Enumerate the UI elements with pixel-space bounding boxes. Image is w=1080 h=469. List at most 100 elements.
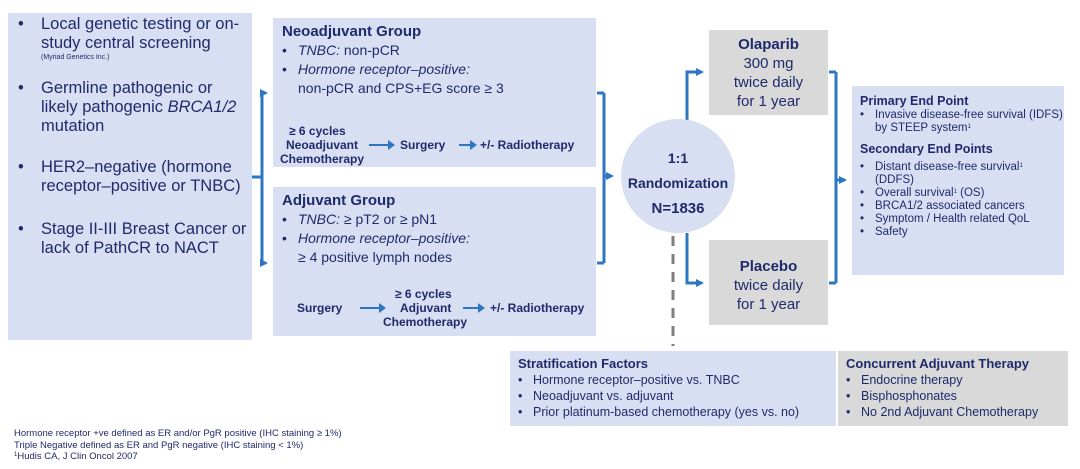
bullet: • — [860, 187, 865, 199]
bullet: • — [860, 161, 865, 173]
adjuvant-criterion: • TNBC: ≥ pT2 or ≥ pN1 — [282, 210, 596, 229]
stratification-item: •Neoadjuvant vs. adjuvant — [518, 388, 836, 404]
concurrent-therapy-item: • No 2nd Adjuvant Chemotherapy — [846, 404, 1068, 420]
endpoints-box: Primary End Point • Invasive disease-fre… — [852, 86, 1064, 275]
bullet: • — [18, 158, 24, 176]
flow-step-radiotherapy: +/- Radiotherapy — [480, 138, 575, 152]
reference-text: Hudis CA, J Clin Oncol 2007 — [17, 451, 138, 462]
arm-connectors — [685, 68, 704, 287]
bullet: • — [282, 230, 287, 246]
arm-frequency: twice daily — [733, 277, 804, 294]
criterion-label: TNBC: — [298, 42, 340, 58]
secondary-endpoint-item: • Safety — [860, 226, 1064, 239]
footnote-ref: 1 — [967, 124, 971, 130]
footnotes: Hormone receptor +ve defined as ER and/o… — [14, 428, 342, 463]
criterion-value: non-pCR and CPS+EG score ≥ 3 — [298, 80, 504, 96]
criterion-value: ≥ pT2 or ≥ pN1 — [340, 211, 438, 227]
randomization-label: Randomization — [627, 175, 729, 191]
stratification-item: •Hormone receptor–positive vs. TNBC — [518, 372, 836, 388]
flow-step-chemo-2: Chemotherapy — [280, 152, 365, 166]
footnote-triple-negative: Triple Negative defined as ER and PgR ne… — [14, 439, 304, 451]
olaparib-arm-box: Olaparib 300 mg twice daily for 1 year — [709, 30, 828, 115]
flow-arrow-icon — [369, 140, 395, 150]
eligibility-item: • HER2–negative (hormone receptor–positi… — [18, 158, 252, 196]
bullet: • — [860, 200, 865, 212]
eligibility-text: Germline pathogenic or likely pathogenic — [41, 79, 213, 116]
eligibility-text: mutation — [41, 117, 105, 135]
concurrent-therapy-text: Endocrine therapy — [861, 373, 963, 387]
bullet: • — [282, 61, 287, 77]
endpoint-abbrev: (OS) — [956, 187, 985, 199]
bullet: • — [18, 79, 24, 97]
arm-dose: 300 mg — [743, 55, 794, 72]
neoadjuvant-group-title: Neoadjuvant Group — [282, 23, 422, 40]
bullet: • — [518, 389, 523, 403]
flow-arrow-icon — [360, 303, 386, 313]
eligibility-item: • Germline pathogenic or likely pathogen… — [18, 79, 252, 136]
eligibility-item: • Stage II-III Breast Cancer or lack of … — [18, 220, 252, 258]
concurrent-therapy-box: Concurrent Adjuvant Therapy •Endocrine t… — [838, 351, 1068, 426]
randomization-ratio: 1:1 — [667, 150, 689, 166]
endpoint-text: Overall survival — [875, 187, 954, 199]
stratification-text: Hormone receptor–positive vs. TNBC — [533, 373, 740, 387]
randomization-circle: 1:1 Randomization N=1836 — [621, 119, 735, 233]
flow-arrow-icon — [463, 303, 485, 313]
stratification-item: • Prior platinum-based chemotherapy (yes … — [518, 404, 836, 420]
flow-step-chemo-2: Chemotherapy — [383, 315, 468, 329]
bullet: • — [518, 405, 523, 419]
flow-step-surgery: Surgery — [297, 301, 343, 315]
eligibility-gene: BRCA1/2 — [167, 98, 237, 116]
stratification-factors-box: Stratification Factors •Hormone receptor… — [510, 351, 836, 426]
endpoint-abbrev: (DDFS) — [875, 174, 914, 186]
footnote-hormone-receptor: Hormone receptor +ve defined as ER and/o… — [14, 428, 342, 439]
endpoint-text: Distant disease-free survival — [875, 161, 1020, 173]
eligibility-text: HER2–negative (hormone receptor–positive… — [41, 158, 241, 195]
bullet: • — [860, 109, 865, 121]
stratification-title: Stratification Factors — [518, 356, 649, 371]
bullet: • — [846, 405, 851, 419]
concurrent-therapy-text: No 2nd Adjuvant Chemotherapy — [861, 405, 1039, 419]
eligibility-text: Stage II-III Breast Cancer or lack of Pa… — [41, 220, 247, 257]
bullet: • — [18, 15, 24, 33]
concurrent-therapy-item: •Bisphosphonates — [846, 388, 1068, 404]
primary-endpoint-title: Primary End Point — [860, 94, 969, 108]
flow-step-radiotherapy: +/- Radiotherapy — [490, 301, 585, 315]
bullet: • — [846, 373, 851, 387]
concurrent-therapy-item: • Endocrine therapy — [846, 372, 1068, 388]
secondary-endpoint-item: • Distant disease-free survival1 (DDFS) — [860, 161, 1064, 187]
endpoint-text: Safety — [875, 226, 908, 238]
footnote-ref: 1 — [14, 452, 18, 458]
eligibility-criteria-box: • Local genetic testing or on-study cent… — [8, 13, 252, 340]
flow-step-surgery: Surgery — [400, 138, 446, 152]
eligibility-note: (Myriad Genetics Inc.) — [41, 54, 110, 61]
bullet: • — [860, 213, 865, 225]
endpoints-bracket — [829, 70, 847, 285]
endpoint-text: BRCA1/2 associated cancers — [875, 200, 1025, 212]
criterion-label: TNBC: — [298, 211, 340, 227]
randomization-n: N=1836 — [651, 200, 705, 217]
bullet: • — [860, 226, 865, 238]
eligibility-item: • Local genetic testing or on-study cent… — [18, 15, 252, 63]
endpoint-text: Invasive disease-free survival (IDFS) by… — [875, 109, 1063, 134]
primary-endpoint-item: • Invasive disease-free survival (IDFS) … — [860, 109, 1064, 135]
secondary-endpoint-item: • Symptom / Health related QoL — [860, 213, 1064, 226]
adjuvant-treatment-flow: Surgery ≥ 6 cycles Adjuvant Chemotherapy… — [273, 287, 596, 332]
stratification-text: Prior platinum-based chemotherapy (yes v… — [533, 405, 800, 419]
footnote-ref: 1 — [953, 189, 957, 195]
arm-frequency: twice daily — [733, 74, 804, 91]
groups-bracket — [597, 91, 614, 265]
flow-step-chemo: Adjuvant — [400, 301, 452, 315]
adjuvant-group-title: Adjuvant Group — [282, 192, 396, 209]
arm-duration: for 1 year — [736, 296, 801, 313]
flow-arrow-icon — [459, 140, 477, 150]
secondary-endpoint-item: • BRCA1/2 associated cancers — [860, 200, 1064, 213]
adjuvant-group-box: Adjuvant Group • TNBC: ≥ pT2 or ≥ pN1 • … — [273, 187, 596, 336]
flow-step-chemo: Neoadjuvant — [286, 138, 359, 152]
criterion-label: Hormone receptor–positive: — [298, 230, 470, 246]
bullet: • — [282, 211, 287, 227]
criterion-value: non-pCR — [340, 42, 400, 58]
placebo-arm-box: Placebo twice daily for 1 year — [709, 240, 828, 325]
arm-name: Placebo — [739, 258, 798, 275]
neoadjuvant-criterion: • Hormone receptor–positive: non-pCR and… — [282, 60, 596, 98]
eligibility-bracket — [252, 89, 268, 267]
